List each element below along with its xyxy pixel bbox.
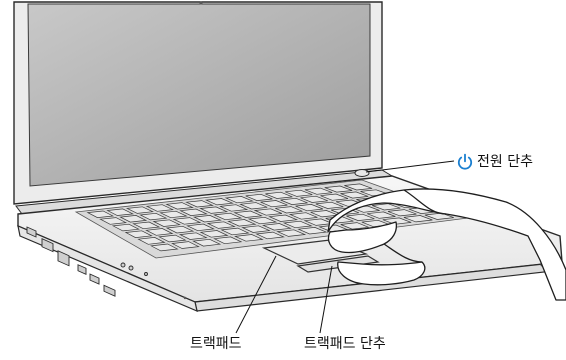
screen xyxy=(27,3,371,187)
keyboard-key xyxy=(204,198,234,206)
keyboard-key xyxy=(324,185,353,193)
port xyxy=(103,284,116,297)
keyboard-key xyxy=(320,193,349,201)
keyboard-key xyxy=(261,223,292,231)
keyboard-key xyxy=(245,193,273,201)
keyboard-key xyxy=(224,196,254,204)
keyboard-key xyxy=(241,225,271,233)
keyboard-key xyxy=(199,230,229,238)
keyboard-key xyxy=(297,227,328,235)
keyboard-key xyxy=(111,223,140,232)
keyboard-key xyxy=(268,214,299,222)
keyboard-key xyxy=(340,191,369,199)
keyboard-key xyxy=(265,191,293,199)
port xyxy=(120,262,126,268)
keyboard-key xyxy=(119,215,148,223)
keyboard-key xyxy=(150,243,179,252)
camera xyxy=(199,1,203,5)
keyboard-key xyxy=(213,236,243,245)
keyboard-key xyxy=(233,210,263,218)
keyboard-key xyxy=(172,217,202,225)
leader-lines xyxy=(235,160,455,334)
side-ports xyxy=(26,226,148,297)
keyboard-key xyxy=(234,234,264,242)
keyboard-key xyxy=(192,215,222,223)
keyboard-key xyxy=(255,231,285,240)
keyboard-key xyxy=(165,225,195,234)
keyboard-key xyxy=(285,189,313,197)
keyboard-key xyxy=(253,208,283,216)
keyboard-key xyxy=(165,202,194,210)
display-lid xyxy=(13,1,383,205)
trackpad-button-label: 트랙패드 단추 xyxy=(304,336,386,352)
keyboard-key xyxy=(132,221,161,230)
port xyxy=(57,250,70,267)
keyboard-key xyxy=(382,217,412,225)
keyboard-key xyxy=(220,227,250,236)
keyboard-key xyxy=(403,215,433,223)
keyboard-key xyxy=(171,241,200,249)
keyboard-key xyxy=(239,202,268,210)
keyboard-key xyxy=(315,201,344,209)
keyboard-key xyxy=(247,216,278,225)
keyboard-key xyxy=(295,204,324,212)
keyboard-key xyxy=(304,187,333,195)
power-button-callout: 전원 단추 xyxy=(456,153,533,171)
keyboard-key xyxy=(227,219,257,227)
keyboard-key xyxy=(288,212,318,220)
keyboard-key xyxy=(186,223,215,232)
power-button xyxy=(354,169,370,177)
keyboard-key xyxy=(260,200,288,208)
keyboard-key xyxy=(282,220,313,229)
keyboard-key xyxy=(280,197,308,205)
keyboard-key xyxy=(346,213,375,221)
keyboard-key xyxy=(213,212,243,221)
port xyxy=(26,226,37,238)
keyboard-key xyxy=(158,234,187,243)
trackpad-button-leader xyxy=(319,265,333,334)
keyboard-key xyxy=(145,228,174,236)
keyboard-key xyxy=(159,210,188,219)
keyboard-key xyxy=(344,183,373,191)
keyboard-key xyxy=(424,212,454,220)
keyboard-key xyxy=(152,219,181,227)
screw xyxy=(183,296,187,300)
port xyxy=(89,273,100,285)
keyboard-key xyxy=(275,206,303,214)
keyboard-key xyxy=(137,237,166,245)
keyboard-key xyxy=(145,204,174,212)
keyboard-key xyxy=(340,222,369,230)
keyboard-key xyxy=(139,212,168,221)
power-leader xyxy=(365,160,455,173)
port xyxy=(77,264,87,275)
keyboard-key xyxy=(125,206,154,214)
keyboard-key xyxy=(99,217,128,225)
port xyxy=(144,272,148,276)
port xyxy=(128,265,134,271)
keyboard-key xyxy=(387,209,417,217)
keyboard-key xyxy=(178,232,208,240)
keyboard-key xyxy=(199,206,229,214)
port xyxy=(41,238,54,253)
power-icon xyxy=(457,153,473,170)
keyboard-key xyxy=(300,195,328,203)
keyboard-key xyxy=(124,230,153,238)
keyboard-key xyxy=(276,229,307,237)
keyboard-keys xyxy=(86,183,454,252)
keyboard-key xyxy=(86,210,115,218)
keyboard-key xyxy=(179,208,208,216)
keyboard-key xyxy=(192,238,222,247)
trackpad-leader xyxy=(235,255,277,334)
hand xyxy=(327,188,566,301)
keyboard-key xyxy=(367,211,396,219)
trackpad-label: 트랙패드 xyxy=(190,336,242,352)
keyboard-key xyxy=(219,204,249,212)
keyboard-key xyxy=(372,203,401,211)
keyboard-key xyxy=(185,200,214,208)
laptop-base xyxy=(17,169,563,313)
power-button-label: 전원 단추 xyxy=(477,154,533,170)
keyboard-key xyxy=(206,221,236,229)
keyboard-key xyxy=(106,208,135,216)
